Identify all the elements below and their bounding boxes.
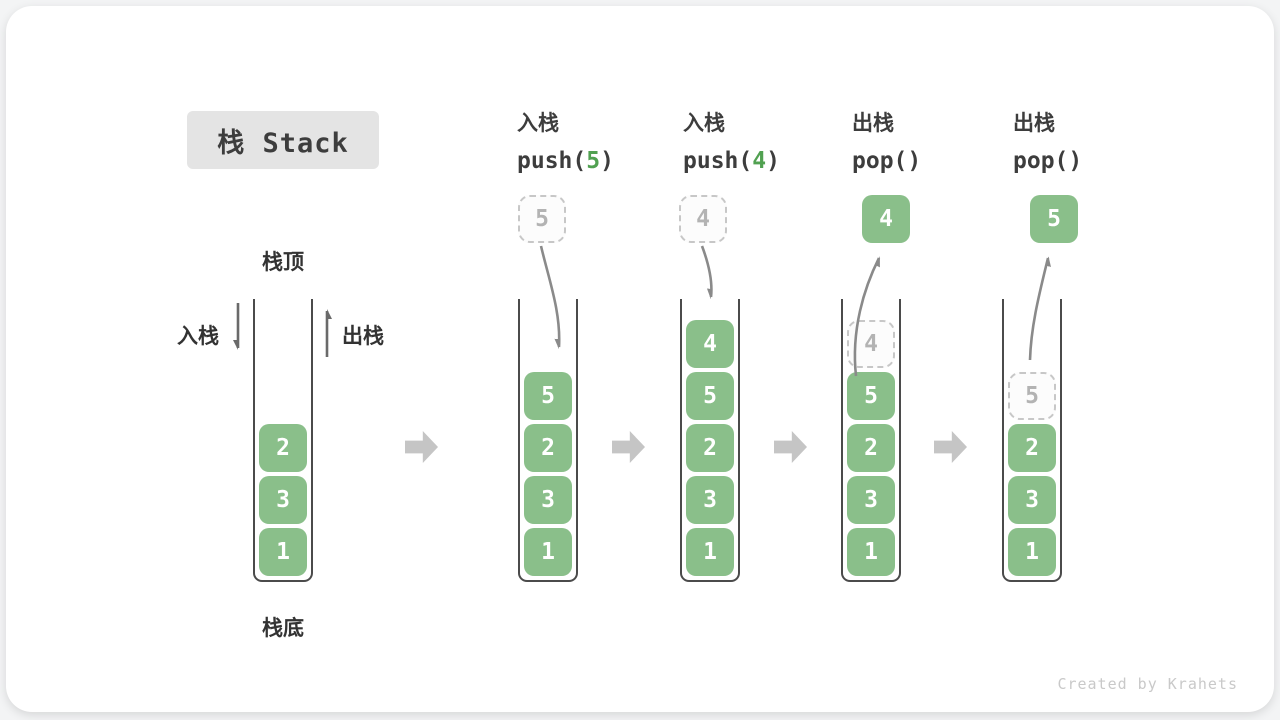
stack-item: 3 bbox=[259, 476, 307, 524]
watermark: Created by Krahets bbox=[1057, 675, 1238, 693]
floating-item-popped: 4 bbox=[862, 195, 910, 243]
code-close: ) bbox=[1068, 148, 1083, 174]
floating-item-ghost: 5 bbox=[518, 195, 566, 243]
stack-item: 5 bbox=[847, 372, 895, 420]
operation-label: 入栈 bbox=[517, 111, 559, 135]
code-arg: 4 bbox=[752, 148, 767, 174]
label-push: 入栈 bbox=[177, 324, 219, 348]
floating-item-ghost: 4 bbox=[679, 195, 727, 243]
stack-item-ghost: 4 bbox=[847, 320, 895, 368]
code-open: pop( bbox=[852, 148, 908, 174]
stack-item: 1 bbox=[686, 528, 734, 576]
code-close: ) bbox=[766, 148, 780, 174]
code-open: push( bbox=[517, 148, 587, 174]
stack-item: 3 bbox=[524, 476, 572, 524]
stack-item: 3 bbox=[847, 476, 895, 524]
operation-label: 出栈 bbox=[852, 111, 894, 135]
code-close: ) bbox=[600, 148, 614, 174]
stack-item: 2 bbox=[686, 424, 734, 472]
stack-item: 1 bbox=[847, 528, 895, 576]
operation-label: 出栈 bbox=[1013, 111, 1055, 135]
code-open: push( bbox=[683, 148, 753, 174]
stack-item: 1 bbox=[524, 528, 572, 576]
stack-item: 3 bbox=[1008, 476, 1056, 524]
label-stack-top: 栈顶 bbox=[262, 250, 304, 274]
code-close: ) bbox=[907, 148, 922, 174]
step-caption-pop2: 出栈 pop() bbox=[1013, 107, 1082, 174]
stack-item: 2 bbox=[1008, 424, 1056, 472]
stack-item: 1 bbox=[259, 528, 307, 576]
stack-item: 2 bbox=[847, 424, 895, 472]
stack-item: 4 bbox=[686, 320, 734, 368]
stack-item-ghost: 5 bbox=[1008, 372, 1056, 420]
page-title: 栈 Stack bbox=[217, 127, 349, 159]
step-caption-push4: 入栈 push(4) bbox=[683, 107, 780, 174]
stack-item: 3 bbox=[686, 476, 734, 524]
label-stack-bottom: 栈底 bbox=[262, 616, 304, 640]
stack-item: 5 bbox=[686, 372, 734, 420]
code-arg: 5 bbox=[586, 148, 601, 174]
stack-item: 2 bbox=[259, 424, 307, 472]
code-open: pop( bbox=[1013, 148, 1069, 174]
step-caption-push5: 入栈 push(5) bbox=[517, 107, 614, 174]
operation-label: 入栈 bbox=[683, 111, 725, 135]
label-pop: 出栈 bbox=[342, 324, 384, 348]
stack-item: 2 bbox=[524, 424, 572, 472]
title-badge: 栈 Stack bbox=[187, 111, 379, 169]
floating-item-popped: 5 bbox=[1030, 195, 1078, 243]
stack-item: 1 bbox=[1008, 528, 1056, 576]
step-caption-pop1: 出栈 pop() bbox=[852, 107, 921, 174]
stack-item: 5 bbox=[524, 372, 572, 420]
